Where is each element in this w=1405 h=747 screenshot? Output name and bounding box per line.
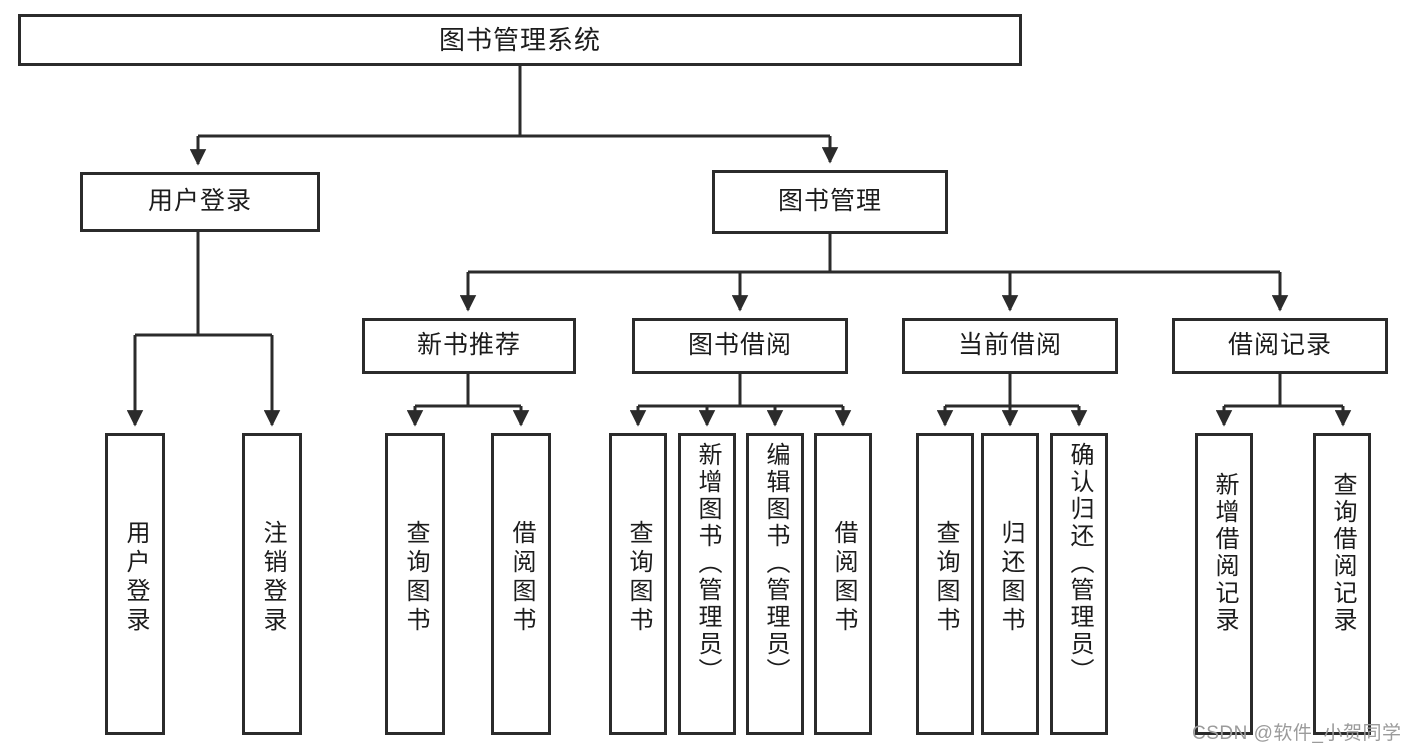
node-book-management[interactable]: 图书管理 (712, 170, 948, 234)
node-label: 注销登录 (259, 520, 286, 636)
node-label: 借阅图书 (508, 520, 535, 636)
node-label: 新增借阅记录 (1211, 472, 1238, 634)
leaf-new-book-query[interactable]: 查询图书 (385, 433, 445, 735)
node-current-borrow[interactable]: 当前借阅 (902, 318, 1118, 374)
node-book-borrow[interactable]: 图书借阅 (632, 318, 848, 374)
leaf-user-login-signout[interactable]: 注销登录 (242, 433, 302, 735)
leaf-borrow-record-add[interactable]: 新增借阅记录 (1195, 433, 1253, 735)
node-label: 用户登录 (147, 187, 252, 216)
node-label: 借阅图书 (830, 520, 857, 636)
node-label: 归还图书 (997, 520, 1024, 636)
leaf-current-borrow-return[interactable]: 归还图书 (981, 433, 1039, 735)
node-label: 图书管理系统 (438, 24, 601, 55)
node-user-login[interactable]: 用户登录 (80, 172, 320, 232)
leaf-user-login-signin[interactable]: 用户登录 (105, 433, 165, 735)
leaf-borrow-record-query[interactable]: 查询借阅记录 (1313, 433, 1371, 735)
node-label: 图书管理 (777, 187, 882, 216)
node-label: 查询图书 (402, 520, 429, 636)
leaf-book-borrow-add[interactable]: 新增图书（管理员） (678, 433, 736, 735)
leaf-book-borrow-query[interactable]: 查询图书 (609, 433, 667, 735)
leaf-new-book-borrow[interactable]: 借阅图书 (491, 433, 551, 735)
node-borrow-record[interactable]: 借阅记录 (1172, 318, 1388, 374)
node-root-library-system[interactable]: 图书管理系统 (18, 14, 1022, 66)
node-label: 借阅记录 (1227, 331, 1332, 360)
watermark-text: CSDN @软件_小贺同学 (1192, 723, 1402, 744)
node-label: 用户登录 (122, 520, 149, 636)
leaf-current-borrow-confirm[interactable]: 确认归还（管理员） (1050, 433, 1108, 735)
leaf-book-borrow-edit[interactable]: 编辑图书（管理员） (746, 433, 804, 735)
node-label: 确认归还（管理员） (1066, 442, 1093, 685)
leaf-book-borrow-lend[interactable]: 借阅图书 (814, 433, 872, 735)
node-label: 新书推荐 (416, 331, 521, 360)
node-label: 查询图书 (625, 520, 652, 636)
node-label: 查询借阅记录 (1329, 472, 1356, 634)
leaf-current-borrow-query[interactable]: 查询图书 (916, 433, 974, 735)
node-label: 查询图书 (932, 520, 959, 636)
node-label: 编辑图书（管理员） (762, 442, 789, 685)
node-label: 图书借阅 (687, 331, 792, 360)
node-new-book-recommend[interactable]: 新书推荐 (362, 318, 576, 374)
node-label: 当前借阅 (957, 331, 1062, 360)
node-label: 新增图书（管理员） (694, 442, 721, 685)
